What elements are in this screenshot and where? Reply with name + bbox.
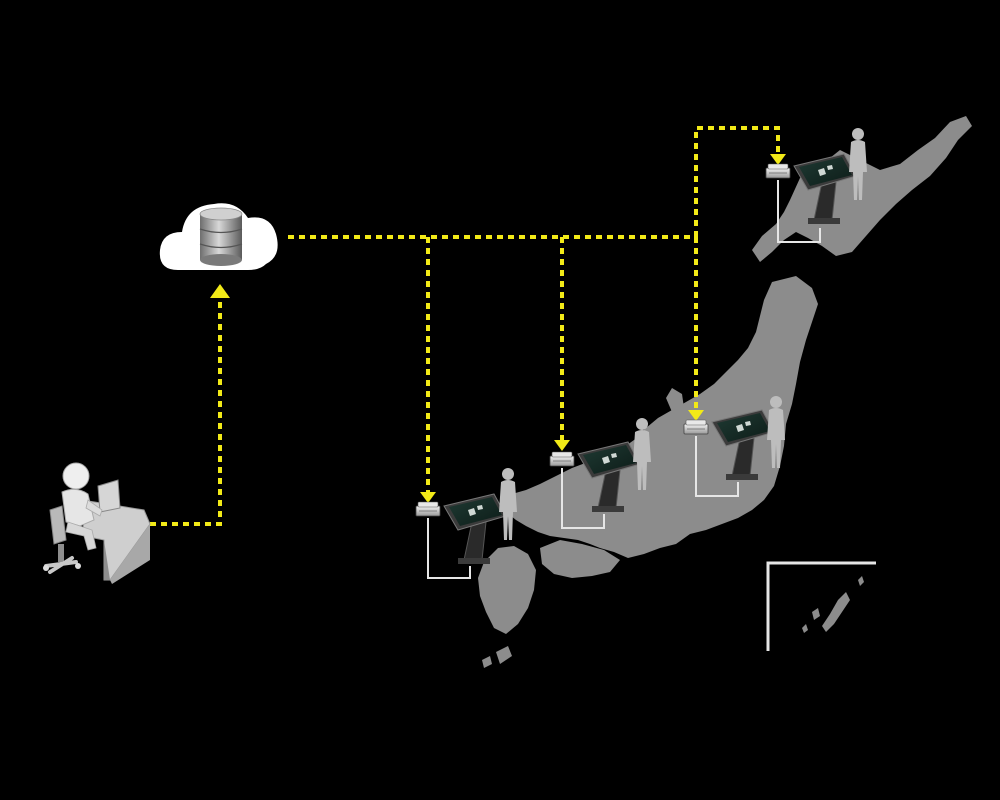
database-cylinder-icon	[199, 207, 243, 266]
standing-person-silhouette-icon	[499, 468, 517, 540]
terminal-box-icon	[549, 451, 575, 467]
site-kansai	[549, 418, 651, 529]
okinawa-inset-icon	[766, 561, 876, 651]
terminal-box-icon	[683, 419, 709, 435]
arrow-down-icon	[770, 154, 786, 165]
leader-line	[695, 436, 739, 497]
cloud-database-icon	[159, 203, 278, 270]
terminal-box-icon	[765, 163, 791, 179]
site-kanto	[683, 396, 785, 497]
leader-line	[561, 468, 605, 529]
arrow-up-icon	[210, 284, 230, 298]
site-kyushu	[415, 468, 517, 579]
operator-to-cloud-link	[150, 296, 222, 526]
terminal-box-icon	[415, 501, 441, 517]
site-hokkaido	[765, 128, 867, 243]
person-at-desk-with-computer-icon	[43, 462, 151, 584]
connection-lines	[150, 126, 780, 526]
leader-line	[777, 180, 821, 243]
link-hokkaido	[694, 126, 780, 237]
arrow-heads	[210, 154, 786, 503]
leader-line	[427, 518, 471, 579]
japan-map-icon	[478, 116, 972, 668]
arrow-down-icon	[554, 440, 570, 451]
arrow-down-icon	[420, 492, 436, 503]
